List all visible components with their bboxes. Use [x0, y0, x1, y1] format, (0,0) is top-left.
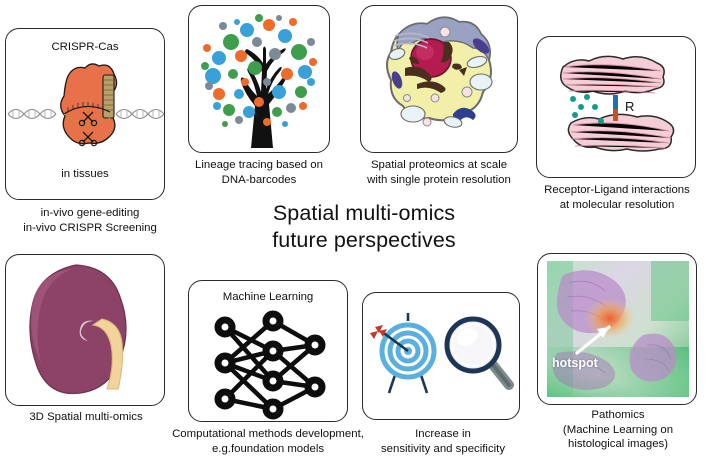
panel-kidney[interactable] — [5, 254, 165, 406]
caption-receptor-line1: Receptor-Ligand interactions — [544, 184, 690, 196]
figure-title: Spatial multi-omics future perspectives — [214, 200, 514, 254]
panel-ml[interactable]: Machine Learning — [188, 280, 348, 422]
panel-accuracy[interactable] — [362, 292, 520, 420]
pathomics-hotspot-label: hotspot — [552, 356, 598, 370]
caption-pathomics-line3: histological images) — [567, 438, 669, 451]
caption-kidney-line1: 3D Spatial multi-omics — [29, 411, 143, 423]
panel-proteomics[interactable] — [360, 5, 518, 153]
panel-lineage[interactable] — [188, 5, 330, 153]
panel-pathomics[interactable]: hotspot — [537, 253, 697, 405]
figure-title-line1: Spatial multi-omics — [272, 201, 456, 225]
caption-pathomics-line1: Pathomics — [591, 409, 645, 421]
caption-accuracy-line1: Increase in — [415, 428, 471, 440]
caption-pathomics: Pathomics (Machine Learning on histologi… — [528, 408, 708, 452]
ml-inner-title: Machine Learning — [222, 291, 314, 303]
caption-lineage-line1: Lineage tracing based on — [195, 159, 323, 171]
figure-title-line2: future perspectives — [272, 228, 456, 252]
caption-ml-line1: Computational methods development, — [172, 428, 364, 440]
caption-crispr-line2: in-vivo CRISPR Screening — [23, 221, 157, 234]
receptor-label: R — [625, 99, 634, 114]
caption-lineage-line2: DNA-barcodes — [221, 173, 297, 186]
caption-proteomics-line2: with single protein resolution — [367, 173, 511, 186]
caption-lineage: Lineage tracing based on DNA-barcodes — [180, 158, 338, 187]
caption-crispr: in-vivo gene-editing in-vivo CRISPR Scre… — [0, 206, 180, 235]
caption-kidney: 3D Spatial multi-omics — [0, 410, 172, 425]
caption-receptor: Receptor-Ligand interactions at molecula… — [528, 183, 706, 212]
caption-proteomics-line1: Spatial proteomics at scale — [370, 159, 508, 171]
crispr-inner-subtitle: in tissues — [61, 168, 109, 180]
caption-ml-line2: e.g.foundation models — [211, 442, 325, 455]
crispr-inner-title: CRISPR-Cas — [51, 41, 119, 53]
caption-ml: Computational methods development, e.g.f… — [160, 427, 376, 456]
panel-crispr[interactable]: CRISPR-Cas in tissues — [5, 28, 165, 200]
caption-pathomics-line2: (Machine Learning on — [562, 423, 674, 436]
caption-receptor-line2: at molecular resolution — [559, 198, 675, 211]
caption-proteomics: Spatial proteomics at scale with single … — [350, 158, 528, 187]
caption-accuracy-line2: sensitivity and specificity — [380, 442, 506, 455]
caption-accuracy: Increase in sensitivity and specificity — [368, 427, 518, 456]
panel-receptor[interactable]: R — [536, 36, 696, 178]
caption-crispr-line1: in-vivo gene-editing — [40, 207, 140, 219]
